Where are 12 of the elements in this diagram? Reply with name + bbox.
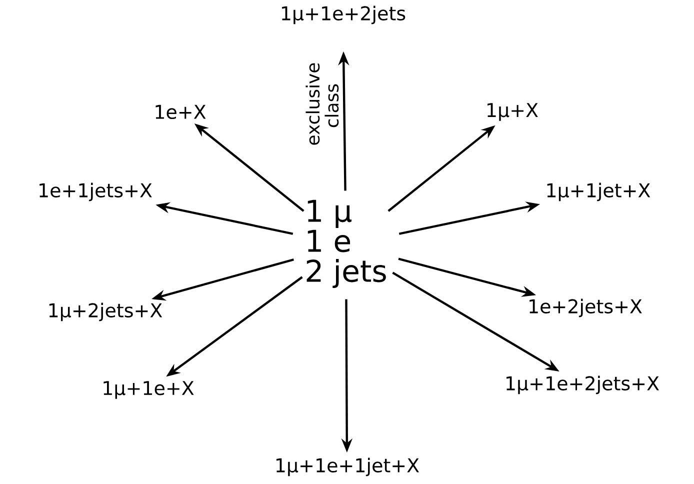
class-label: 1μ+1e+2jets bbox=[282, 6, 406, 24]
class-label: 1μ+2jets+X bbox=[49, 302, 162, 322]
class-label: 1μ+1e+X bbox=[104, 381, 194, 399]
class-label: 1e+1jets+X bbox=[40, 182, 152, 202]
class-label: 1μ+1e+1jet+X bbox=[276, 458, 419, 476]
state-label: 1 μ 1 e 2 jets bbox=[306, 200, 386, 288]
edge-label: exclusive class bbox=[306, 63, 339, 145]
class-label: 1μ+X bbox=[488, 103, 538, 121]
class-label: 1e+2jets+X bbox=[530, 298, 642, 318]
class-label: 1μ+1jet+X bbox=[547, 182, 650, 202]
class-label: 1e+X bbox=[156, 104, 206, 120]
class-label: 1μ+1e+2jets+X bbox=[506, 376, 659, 394]
